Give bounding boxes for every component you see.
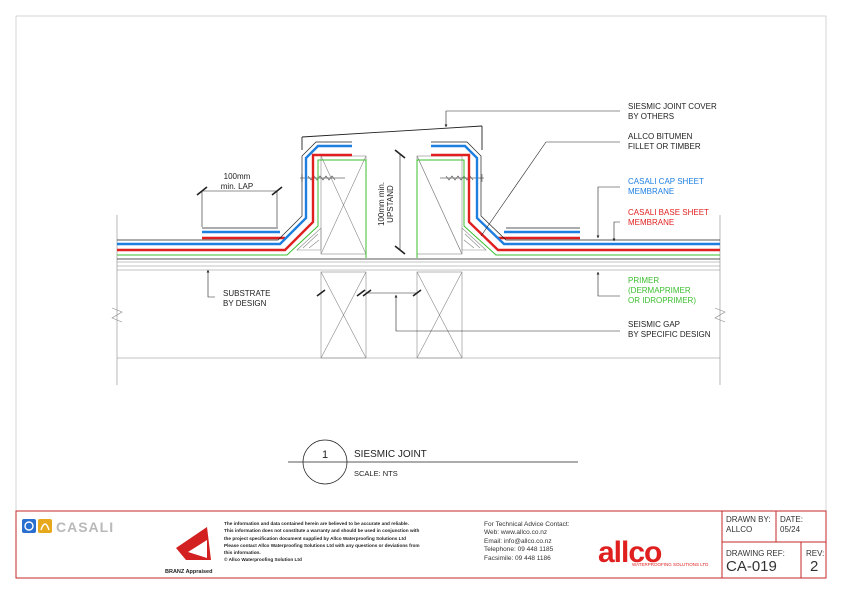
svg-text:SCALE: NTS: SCALE: NTS bbox=[354, 469, 398, 478]
svg-text:CASALI CAP SHEET: CASALI CAP SHEET bbox=[628, 177, 704, 186]
detail-number: 1 bbox=[322, 449, 328, 461]
fillet-label-2: FILLET OR TIMBER bbox=[628, 142, 701, 151]
svg-text:BY OTHERS: BY OTHERS bbox=[628, 112, 674, 121]
svg-text:OR IDROPRIMER): OR IDROPRIMER) bbox=[628, 296, 696, 305]
date-label: DATE: bbox=[780, 515, 803, 524]
substrate-label-2: BY DESIGN bbox=[223, 299, 267, 308]
contact-heading: For Technical Advice Contact: bbox=[484, 521, 570, 528]
base-label-1: CASALI BASE SHEET bbox=[628, 208, 709, 217]
gap-label-2: BY SPECIFIC DESIGN bbox=[628, 330, 711, 339]
branz-logo: BRANZ Appraised bbox=[165, 527, 212, 575]
allco-logo: allco WATERPROOFING SOLUTIONS LTD bbox=[598, 536, 709, 569]
svg-text:PRIMER: PRIMER bbox=[628, 276, 659, 285]
primer-layer bbox=[117, 159, 720, 258]
seismic-cover-plate bbox=[301, 125, 483, 138]
rev-value: 2 bbox=[810, 558, 819, 575]
svg-text:allco: allco bbox=[598, 536, 662, 569]
contact-email[interactable]: Email: info@allco.co.nz bbox=[484, 537, 552, 545]
svg-text:min. LAP: min. LAP bbox=[221, 182, 253, 191]
svg-text:MEMBRANE: MEMBRANE bbox=[628, 187, 674, 196]
disclaimer-line: the project specification document suppl… bbox=[224, 535, 406, 541]
svg-text:MEMBRANE: MEMBRANE bbox=[628, 218, 674, 227]
lap-label-1: 100mm bbox=[224, 172, 251, 181]
sheet-border bbox=[15, 15, 827, 579]
primer-label-2: (DERMAPRIMER bbox=[628, 286, 691, 295]
fillet-label-1: ALLCO BITUMEN bbox=[628, 132, 693, 141]
detail-title: 1 SIESMIC JOINT SCALE: NTS bbox=[288, 439, 578, 485]
svg-text:BY DESIGN: BY DESIGN bbox=[223, 299, 267, 308]
cap-sheet-layer bbox=[117, 144, 720, 246]
contact-block: For Technical Advice Contact: Web: www.a… bbox=[484, 521, 594, 563]
svg-text:SEISMIC GAP: SEISMIC GAP bbox=[628, 320, 680, 329]
svg-text:1: 1 bbox=[322, 449, 328, 461]
primer-label-3: OR IDROPRIMER) bbox=[628, 296, 696, 305]
rev-label: REV: bbox=[806, 549, 825, 558]
gap-label-1: SEISMIC GAP bbox=[628, 320, 680, 329]
svg-text:CASALI BASE SHEET: CASALI BASE SHEET bbox=[628, 208, 709, 217]
svg-text:BRANZ Appraised: BRANZ Appraised bbox=[165, 569, 212, 575]
svg-text:100mm: 100mm bbox=[224, 172, 251, 181]
disclaimer-line: Please contact Allco Waterproofing Solut… bbox=[224, 542, 420, 548]
cap-label-2: MEMBRANE bbox=[628, 187, 674, 196]
fixing-screws bbox=[300, 174, 484, 182]
svg-text:SIESMIC JOINT COVER: SIESMIC JOINT COVER bbox=[628, 102, 717, 111]
detail-scale: SCALE: NTS bbox=[354, 469, 398, 478]
drawn-by-label: DRAWN BY: bbox=[726, 515, 771, 524]
svg-text:CASALI: CASALI bbox=[56, 519, 114, 535]
disclaimer-line: This information does not constitute a w… bbox=[224, 528, 420, 534]
svg-text:BY SPECIFIC DESIGN: BY SPECIFIC DESIGN bbox=[628, 330, 711, 339]
drawn-by-value: ALLCO bbox=[726, 525, 753, 534]
cover-label-1: SIESMIC JOINT COVER bbox=[628, 102, 717, 111]
disclaimer: The information and data contained herei… bbox=[224, 520, 474, 564]
base-label-2: MEMBRANE bbox=[628, 218, 674, 227]
upstand-label-2: UPSTAND bbox=[386, 185, 395, 223]
copyright-line: © Allco Waterproofing Solution Ltd bbox=[224, 557, 302, 563]
primer-label-1: PRIMER bbox=[628, 276, 659, 285]
substrate-label-1: SUBSTRATE bbox=[223, 289, 270, 298]
contact-web[interactable]: Web: www.allco.co.nz bbox=[484, 529, 548, 537]
svg-text:100mm min.: 100mm min. bbox=[377, 182, 386, 226]
upstand-label-1: 100mm min. bbox=[377, 182, 386, 226]
svg-text:(DERMAPRIMER: (DERMAPRIMER bbox=[628, 286, 691, 295]
footer-frame bbox=[15, 510, 827, 579]
svg-text:WATERPROOFING SOLUTIONS LTD: WATERPROOFING SOLUTIONS LTD bbox=[632, 562, 709, 567]
contact-phone: Telephone: 09 448 1185 bbox=[484, 546, 554, 554]
svg-text:UPSTAND: UPSTAND bbox=[386, 185, 395, 223]
drawing-ref-value: CA-019 bbox=[726, 558, 777, 575]
lap-label-2: min. LAP bbox=[221, 182, 253, 191]
leader-lines bbox=[206, 110, 620, 332]
disclaimer-line: this information. bbox=[224, 550, 261, 556]
svg-text:FILLET OR TIMBER: FILLET OR TIMBER bbox=[628, 142, 701, 151]
detail-title-text: SIESMIC JOINT bbox=[354, 449, 427, 460]
casali-logo: CASALI bbox=[22, 519, 114, 535]
disclaimer-line: The information and data contained herei… bbox=[224, 521, 409, 526]
cap-label-1: CASALI CAP SHEET bbox=[628, 177, 704, 186]
svg-text:SUBSTRATE: SUBSTRATE bbox=[223, 289, 270, 298]
drawing-ref-label: DRAWING REF: bbox=[726, 549, 785, 558]
date-value: 05/24 bbox=[780, 525, 801, 534]
svg-text:ALLCO BITUMEN: ALLCO BITUMEN bbox=[628, 132, 693, 141]
contact-fax: Facsimile: 09 448 1186 bbox=[484, 554, 551, 562]
base-sheet-layer bbox=[117, 153, 720, 252]
svg-text:SIESMIC JOINT: SIESMIC JOINT bbox=[354, 449, 427, 460]
cover-label-2: BY OTHERS bbox=[628, 112, 674, 121]
membrane-outlines bbox=[117, 141, 720, 260]
